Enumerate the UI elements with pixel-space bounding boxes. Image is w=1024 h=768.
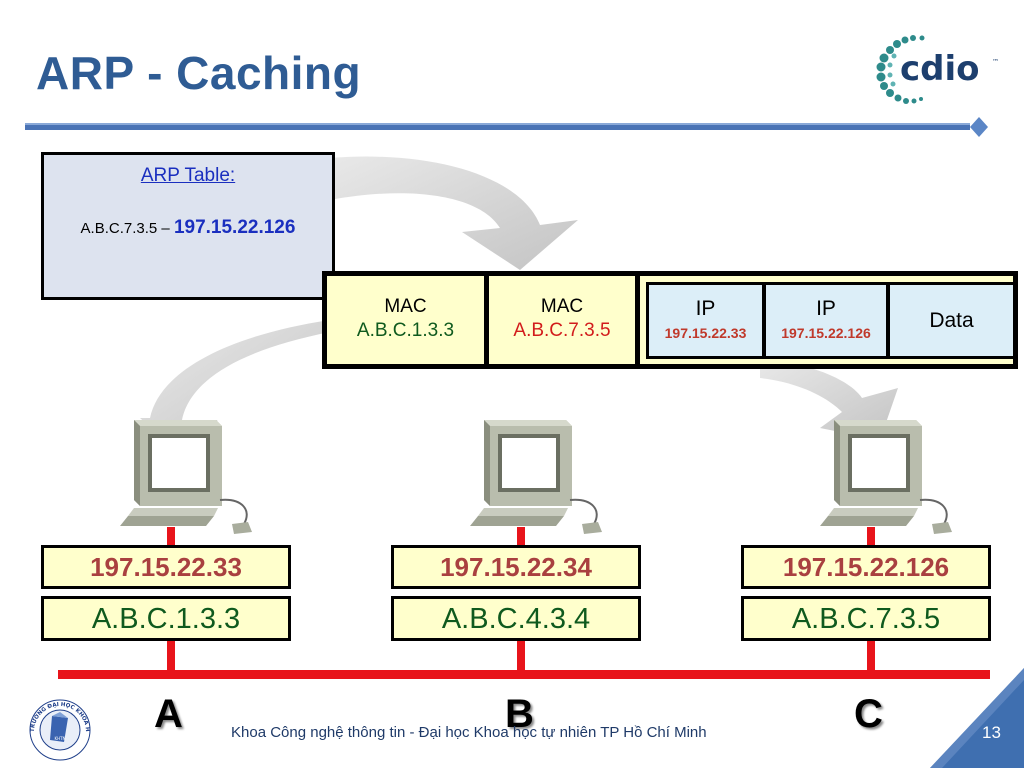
corner-decoration xyxy=(930,668,1024,768)
packet-dst-ip-label: IP xyxy=(816,297,836,320)
packet-src-ip-label: IP xyxy=(695,297,716,320)
frame-dst-mac-value: A.B.C.7.3.5 xyxy=(513,320,611,341)
host-b-ip: 197.15.22.34 xyxy=(391,545,641,589)
packet-dst-ip: IP 197.15.22.126 xyxy=(766,285,886,356)
slide-title: ARP - Caching xyxy=(36,47,362,99)
host-b-label: B xyxy=(505,692,534,736)
network-drop-top-b xyxy=(517,527,525,547)
arp-table-box: ARP Table: A.B.C.7.3.5 – 197.15.22.126 xyxy=(41,152,335,300)
frame-src-mac-value: A.B.C.1.3.3 xyxy=(356,320,455,341)
network-drop-c xyxy=(867,640,875,674)
packet-data-label: Data xyxy=(929,309,974,332)
host-a-label: A xyxy=(154,692,183,736)
arp-entry-ip: 197.15.22.126 xyxy=(173,217,296,238)
cdio-logo-text: cdio xyxy=(900,49,980,89)
host-c-mac: A.B.C.7.3.5 xyxy=(741,596,991,641)
frame-dst-mac: MAC A.B.C.7.3.5 xyxy=(489,276,635,364)
svg-text:KHTN: KHTN xyxy=(54,736,65,741)
packet-dst-ip-value: 197.15.22.126 xyxy=(781,325,871,341)
frame-src-mac: MAC A.B.C.1.3.3 xyxy=(327,276,484,364)
packet-src-ip: IP 197.15.22.33 xyxy=(649,285,762,356)
frame-dst-mac-label: MAC xyxy=(540,296,584,317)
arp-table-entry: A.B.C.7.3.5 – 197.15.22.126 xyxy=(44,217,332,239)
computer-c-icon xyxy=(819,419,953,535)
title-divider xyxy=(25,117,988,137)
host-a-mac: A.B.C.1.3.3 xyxy=(41,596,291,641)
host-b-mac: A.B.C.4.3.4 xyxy=(391,596,641,641)
computer-b-icon xyxy=(469,419,603,535)
host-c-ip: 197.15.22.126 xyxy=(741,545,991,589)
cdio-logo-tm: ™ xyxy=(992,58,999,66)
footer-text: Khoa Công nghệ thông tin - Đại học Khoa … xyxy=(231,724,707,741)
cdio-logo: cdio ™ xyxy=(876,35,999,104)
arp-table-title: ARP Table: xyxy=(140,165,236,186)
network-drop-top-a xyxy=(167,527,175,547)
page-number: 13 xyxy=(982,723,1001,742)
network-drop-a xyxy=(167,640,175,674)
computer-a-icon xyxy=(119,419,253,535)
university-logo: KHTN TRƯỜNG ĐẠI HỌC KHOA HỌC TỰ NHIÊN • … xyxy=(12,688,91,761)
frame-src-mac-label: MAC xyxy=(384,296,427,317)
packet-src-ip-value: 197.15.22.33 xyxy=(664,325,747,341)
host-a-ip: 197.15.22.33 xyxy=(41,545,291,589)
packet-data: Data xyxy=(890,285,1013,356)
network-drop-b xyxy=(517,640,525,674)
network-drop-top-c xyxy=(867,527,875,547)
host-c-label: C xyxy=(854,692,883,736)
arp-entry-mac: A.B.C.7.3.5 – xyxy=(80,220,174,237)
network-cable xyxy=(58,670,990,679)
